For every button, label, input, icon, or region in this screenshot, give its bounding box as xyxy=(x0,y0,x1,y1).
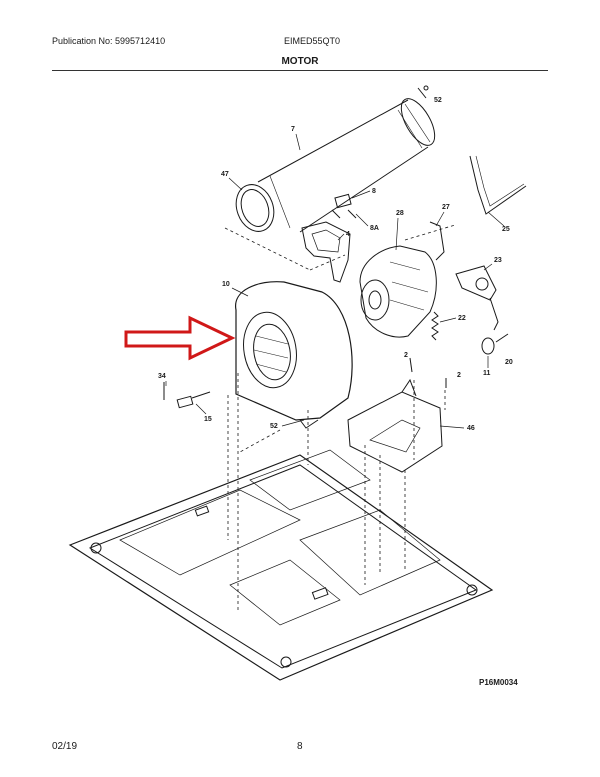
callout-label: 8 xyxy=(372,188,376,195)
page-title: MOTOR xyxy=(281,56,319,67)
callout-label: 2 xyxy=(457,372,461,379)
part-4-bracket xyxy=(301,221,351,283)
part-25-wire xyxy=(469,155,527,215)
part-28-motor xyxy=(359,245,437,338)
part-52-screw-top xyxy=(417,85,429,99)
header-divider xyxy=(52,70,548,71)
part-7-exhaust-duct xyxy=(257,98,436,233)
base-plate xyxy=(68,449,494,681)
part-22-spring xyxy=(431,311,439,341)
part-27-harness xyxy=(429,221,445,261)
callout-label: 10 xyxy=(222,281,230,288)
part-10-blower-housing xyxy=(235,281,353,429)
callout-label: 4 xyxy=(346,231,350,238)
assembly-guide-lines xyxy=(224,224,456,610)
callout-label: 28 xyxy=(396,210,404,217)
callout-label: 8A xyxy=(370,225,379,232)
publication-date: 02/19 xyxy=(52,741,78,752)
callout-label: 52 xyxy=(434,97,442,104)
part-23-idler-arm xyxy=(455,265,499,331)
part-2-screw-a xyxy=(409,357,413,373)
callout-label: 20 xyxy=(505,359,513,366)
callout-label: 22 xyxy=(458,315,466,322)
publication-number: Publication No: 5995712410 xyxy=(52,36,166,46)
callout-leader-lines xyxy=(165,133,505,429)
part-11-pulley xyxy=(481,333,509,355)
callout-label: 11 xyxy=(483,370,491,377)
callout-label: 27 xyxy=(442,204,450,211)
callout-label: 23 xyxy=(494,257,502,264)
part-47-seal xyxy=(235,184,275,232)
callout-label: 34 xyxy=(158,373,166,380)
part-8-clip xyxy=(331,193,357,219)
callout-label: 52 xyxy=(270,423,278,430)
figure-id: P16M0034 xyxy=(479,678,518,687)
callout-label: 7 xyxy=(291,126,295,133)
part-46-motor-mount xyxy=(347,378,443,473)
model-number: EIMED55QT0 xyxy=(284,36,341,46)
callout-label: 15 xyxy=(204,416,212,423)
part-15-thermostat xyxy=(176,391,211,409)
page-number: 8 xyxy=(297,741,303,752)
callout-label: 25 xyxy=(502,226,510,233)
red-outline-arrow-icon xyxy=(124,315,236,361)
callout-label: 47 xyxy=(221,171,229,178)
callout-label: 46 xyxy=(467,425,475,432)
callout-label: 2 xyxy=(404,352,408,359)
